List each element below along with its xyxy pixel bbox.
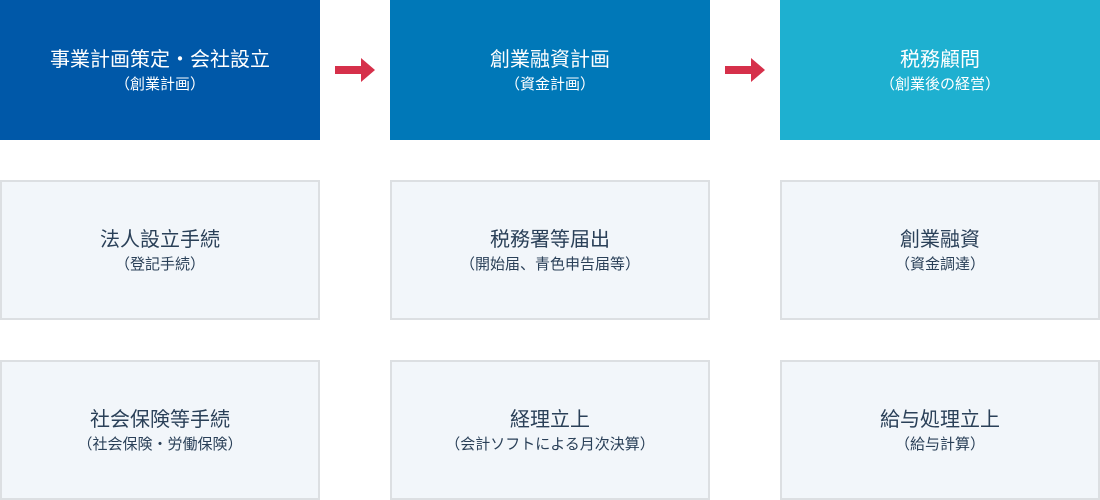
step-subtitle: （創業後の経営）	[879, 75, 1000, 93]
task-box: 給与処理立上 （給与計算）	[780, 360, 1100, 500]
task-title: 税務署等届出	[490, 227, 610, 251]
task-box: 経理立上 （会計ソフトによる月次決算）	[390, 360, 710, 500]
task-subtitle: （給与計算）	[894, 435, 985, 453]
task-subtitle: （開始届、青色申告届等）	[459, 255, 640, 273]
task-title: 社会保険等手続	[90, 407, 230, 431]
step-subtitle: （資金計画）	[504, 75, 595, 93]
step-header-2: 創業融資計画 （資金計画）	[390, 0, 710, 140]
task-subtitle: （社会保険・労働保険）	[77, 435, 243, 453]
task-box: 法人設立手続 （登記手続）	[0, 180, 320, 320]
step-header-1: 事業計画策定・会社設立 （創業計画）	[0, 0, 320, 140]
task-title: 給与処理立上	[880, 407, 1000, 431]
task-subtitle: （会計ソフトによる月次決算）	[445, 435, 655, 453]
task-box: 創業融資 （資金調達）	[780, 180, 1100, 320]
step-title: 創業融資計画	[490, 47, 610, 71]
step-title: 税務顧問	[900, 47, 980, 71]
step-subtitle: （創業計画）	[114, 75, 205, 93]
arrow-right-icon	[335, 58, 375, 82]
task-title: 創業融資	[900, 227, 980, 251]
task-box: 社会保険等手続 （社会保険・労働保険）	[0, 360, 320, 500]
task-title: 経理立上	[510, 407, 590, 431]
task-subtitle: （登記手続）	[114, 255, 205, 273]
arrow-right-icon	[725, 58, 765, 82]
step-title: 事業計画策定・会社設立	[50, 47, 270, 71]
step-header-3: 税務顧問 （創業後の経営）	[780, 0, 1100, 140]
task-title: 法人設立手続	[100, 227, 220, 251]
task-box: 税務署等届出 （開始届、青色申告届等）	[390, 180, 710, 320]
task-subtitle: （資金調達）	[894, 255, 985, 273]
